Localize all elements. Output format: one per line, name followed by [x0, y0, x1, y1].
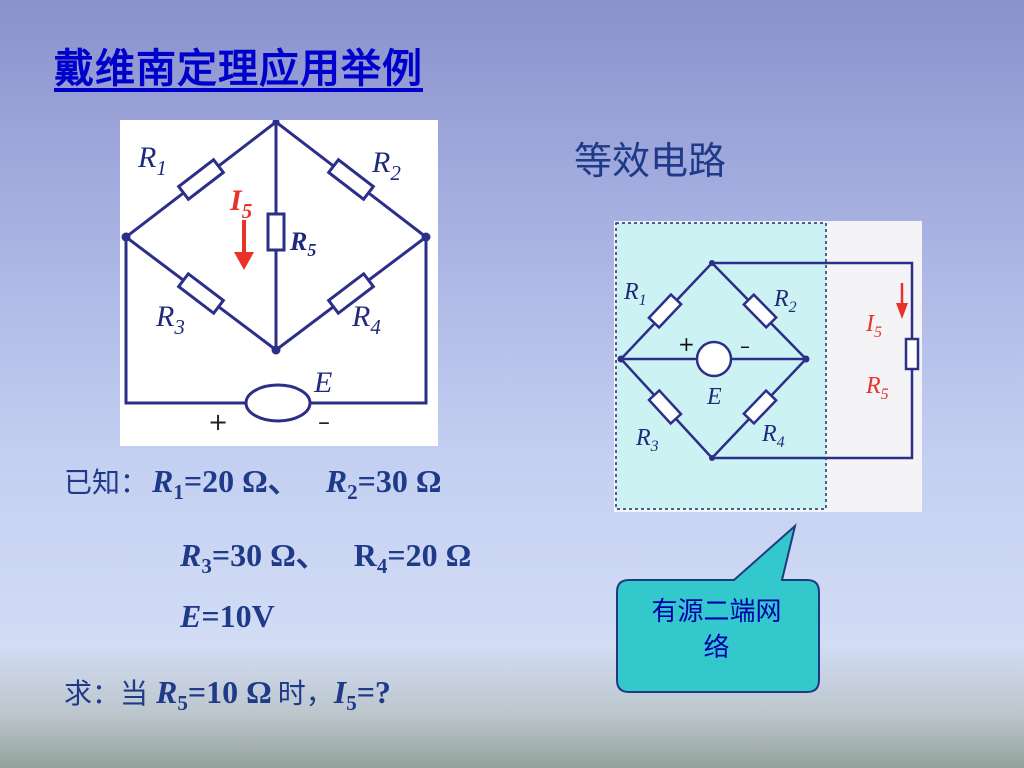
- resistor-r5: [904, 337, 920, 371]
- given-line-1: 已知：R1=20 Ω、R2=30 Ω: [64, 463, 442, 504]
- plus-sign: +: [208, 408, 228, 436]
- callout-text: 有源二端网 络: [651, 597, 782, 663]
- r1-label: R1: [137, 141, 167, 180]
- r4-label: R4: [761, 421, 785, 451]
- current-arrow-i5: [896, 283, 908, 319]
- r3-label: R3: [155, 300, 185, 339]
- resistor-r3: [176, 271, 226, 316]
- r1-label: R1: [623, 279, 647, 309]
- voltage-source-e: [244, 383, 312, 423]
- r3-label: R3: [635, 425, 659, 455]
- r3-value: =30 Ω、: [211, 537, 328, 573]
- given-line-2: R3=30 Ω、R4=20 Ω: [180, 537, 472, 578]
- i5-question: =?: [356, 674, 391, 710]
- r1-value: =20 Ω、: [183, 463, 300, 499]
- voltage-source-e: [695, 340, 733, 378]
- slide-title: 戴维南定理应用举例: [54, 45, 423, 92]
- r5-value: =10 Ω: [187, 674, 272, 710]
- e-value: =10V: [201, 598, 275, 634]
- i5-label: I5: [229, 184, 252, 223]
- r2-value: =30 Ω: [357, 463, 442, 499]
- resistor-r1: [176, 157, 226, 202]
- equivalent-circuit-diagram: R1 R2 R3 R4 E I5 R5 + –: [614, 221, 922, 512]
- source-e-label: E: [313, 366, 332, 399]
- resistor-r4: [326, 271, 376, 316]
- question-label: 求：当: [64, 677, 149, 710]
- source-e-label: E: [706, 384, 722, 410]
- current-arrow-i5: [234, 220, 254, 270]
- r4-value: =20 Ω: [387, 537, 472, 573]
- equivalent-circuit-heading: 等效电路: [574, 139, 727, 183]
- resistor-r2: [326, 157, 376, 202]
- r5-label: R5: [289, 227, 316, 260]
- r5-label: R5: [865, 373, 889, 403]
- r2-label: R2: [773, 286, 797, 316]
- bridge-circuit-diagram: R1 R2 R3 R4 E R5 I5 + –: [120, 120, 438, 446]
- resistor-r4: [742, 388, 778, 426]
- resistor-r5: [266, 212, 286, 252]
- r2-label: R2: [371, 146, 401, 185]
- r4-label: R4: [351, 300, 381, 339]
- minus-sign: –: [740, 334, 750, 358]
- resistor-r3: [647, 388, 683, 426]
- given-label: 已知：: [64, 466, 149, 499]
- callout-bubble: [616, 523, 820, 693]
- resistor-r2: [742, 292, 778, 330]
- resistor-r1: [647, 292, 683, 330]
- i5-label: I5: [865, 311, 882, 341]
- minus-sign: –: [318, 408, 330, 436]
- given-line-3: E=10V: [180, 598, 275, 634]
- plus-sign: +: [678, 332, 695, 356]
- junction-nodes: [121, 120, 431, 355]
- junction-nodes: [617, 260, 810, 461]
